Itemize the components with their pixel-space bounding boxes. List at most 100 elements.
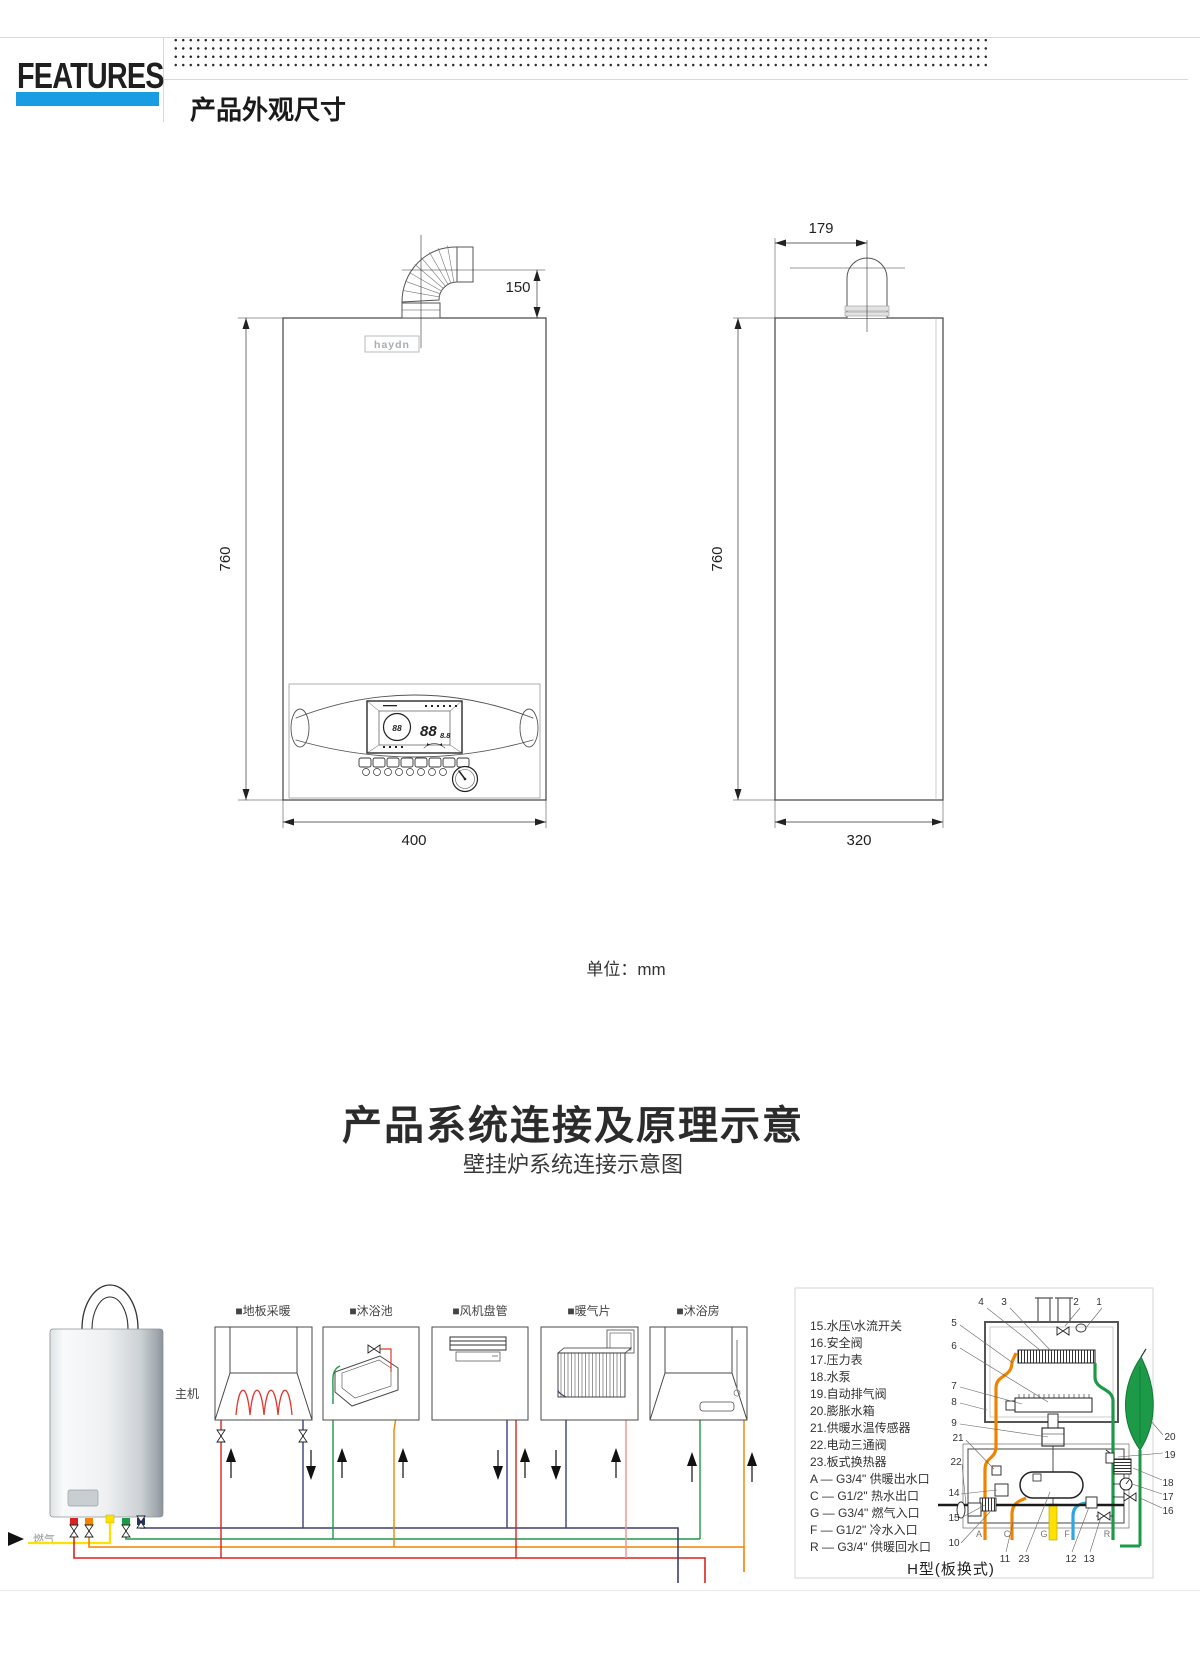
fan-coil-box	[431, 1326, 529, 1421]
lcd-temp-sub-digits: 8.8	[440, 731, 451, 740]
dim-height-760-side: 760	[709, 546, 726, 571]
flow-arrows	[226, 1448, 757, 1482]
callout: 20	[1164, 1432, 1176, 1443]
callout: 11	[1000, 1554, 1011, 1565]
safety-valve	[1113, 1492, 1137, 1502]
pipe-gas-in	[1048, 1503, 1058, 1541]
appliance-label-bath: ■沐浴池	[349, 1304, 392, 1318]
inlet-valve	[1085, 1496, 1098, 1509]
callout: 10	[948, 1538, 960, 1549]
callout: 15	[948, 1513, 960, 1524]
system-diagram: 主机 燃气	[8, 1284, 1176, 1583]
legend-line: 18.水泵	[810, 1370, 851, 1384]
water-flow-switch	[979, 1497, 997, 1512]
dim-height-760-front: 760	[217, 546, 234, 571]
callout-numbers: 4 3 2 1 5 6 7 8 9 21 22 14 15 10 11 23 1	[948, 1297, 1176, 1565]
flue-elbow	[401, 234, 546, 349]
legend-line: 21.供暖水温传感器	[810, 1421, 911, 1435]
air-vent	[1105, 1449, 1115, 1464]
appliance-label-radiator: ■暖气片	[567, 1303, 610, 1318]
side-flue-pipe	[790, 240, 905, 332]
legend-line: 19.自动排气阀	[810, 1387, 887, 1401]
section1-title: 产品外观尺寸	[190, 95, 347, 125]
appliance-boxes: ■地板采暖 ■沐浴池 ■风机盘管 ■暖气片 ■沐浴房	[214, 1303, 748, 1421]
legend-line: 22.电动三通阀	[810, 1438, 887, 1452]
callout-leaders	[959, 1307, 1164, 1553]
pressure-gauge-schematic	[1113, 1477, 1133, 1491]
callout: 1	[1096, 1297, 1102, 1308]
dim-width-400: 400	[401, 832, 426, 849]
legend-line: G — G3/4" 燃气入口	[810, 1506, 920, 1520]
callout: 18	[1162, 1478, 1174, 1489]
legend-line: 15.水压\水流开关	[810, 1319, 903, 1333]
main-unit: 主机	[49, 1284, 199, 1525]
port-label-G: G	[1040, 1529, 1047, 1539]
legend-line: R — G3/4" 供暖回水口	[810, 1540, 931, 1554]
brand-logo-text: haydn	[374, 339, 410, 351]
pipe-cold-in	[1071, 1501, 1091, 1540]
side-view-drawing: 179 760 320	[709, 220, 944, 849]
panel-buttons	[358, 757, 470, 768]
pipe-dhw-out	[1010, 1496, 1027, 1540]
callout: 9	[951, 1418, 957, 1429]
callout: 8	[951, 1397, 957, 1408]
section2-title: 产品系统连接及原理示意	[342, 1104, 804, 1148]
header-rule	[163, 79, 1188, 80]
callout: 14	[948, 1488, 960, 1499]
callout: 16	[1162, 1506, 1174, 1517]
floor-heating-box	[214, 1326, 313, 1421]
bottom-rule	[0, 1590, 1200, 1591]
legend-line: 17.压力表	[810, 1353, 863, 1367]
plate-heat-exchanger	[1019, 1471, 1084, 1499]
dim-width-320: 320	[846, 832, 871, 849]
callout: 23	[1018, 1554, 1030, 1565]
pipe-heating-return	[1093, 1363, 1115, 1540]
appliance-label-fan-coil: ■风机盘管	[452, 1303, 507, 1318]
three-way-valve	[956, 1501, 982, 1519]
main-unit-label: 主机	[175, 1387, 199, 1401]
callout: 21	[952, 1433, 964, 1444]
callout: 17	[1162, 1492, 1174, 1503]
pipe-heating-supply	[983, 1352, 1018, 1540]
unit-note: 单位：mm	[586, 960, 666, 979]
temp-sensor	[991, 1465, 1002, 1476]
port-label-A: A	[976, 1529, 982, 1539]
callout: 12	[1065, 1554, 1077, 1565]
gas-valve	[1041, 1413, 1065, 1504]
legend-line: 23.板式换热器	[810, 1455, 887, 1469]
dim-flue-150: 150	[505, 279, 530, 296]
callout: 22	[950, 1457, 962, 1468]
control-panel: 88 88 8.8	[288, 683, 541, 799]
expansion-tank	[1120, 1348, 1154, 1548]
boiler-schematic: 4 3 2 1 5 6 7 8 9 21 22 14 15 10 11 23 1	[938, 1297, 1176, 1565]
brand-logo: haydn	[364, 335, 420, 353]
heat-exchanger	[1017, 1349, 1096, 1364]
port-label-R: R	[1104, 1529, 1111, 1539]
dim-top-179: 179	[808, 220, 833, 237]
legend-line: F — G1/2" 冷水入口	[810, 1523, 918, 1537]
lcd-status-icons	[383, 705, 457, 748]
features-underline	[16, 92, 159, 106]
callout: 4	[978, 1297, 984, 1308]
side-dimensions: 179 760 320	[709, 220, 944, 849]
bath-box	[322, 1326, 420, 1421]
legend-line: 20.膨胀水箱	[810, 1404, 875, 1418]
lcd-display: 88 88 8.8	[366, 700, 463, 754]
port-letters: A C G F R	[976, 1529, 1111, 1539]
callout: 19	[1164, 1450, 1176, 1461]
schematic-caption: H型(板换式)	[907, 1561, 995, 1578]
features-label: FEATURES	[17, 55, 164, 96]
gas-inlet: 燃气	[8, 1523, 112, 1546]
shower-box	[649, 1326, 748, 1421]
legend-line: A — G3/4" 供暖出水口	[810, 1472, 930, 1486]
dot-pattern	[172, 36, 988, 70]
section2-subtitle: 壁挂炉系统连接示意图	[462, 1152, 683, 1177]
appliance-label-floor-heating: ■地板采暖	[235, 1304, 290, 1318]
callout: 3	[1001, 1297, 1007, 1308]
callout: 2	[1073, 1297, 1079, 1308]
pressure-gauge	[451, 765, 479, 793]
pump	[1113, 1458, 1132, 1475]
callout: 6	[951, 1341, 957, 1352]
callout: 7	[951, 1381, 957, 1392]
